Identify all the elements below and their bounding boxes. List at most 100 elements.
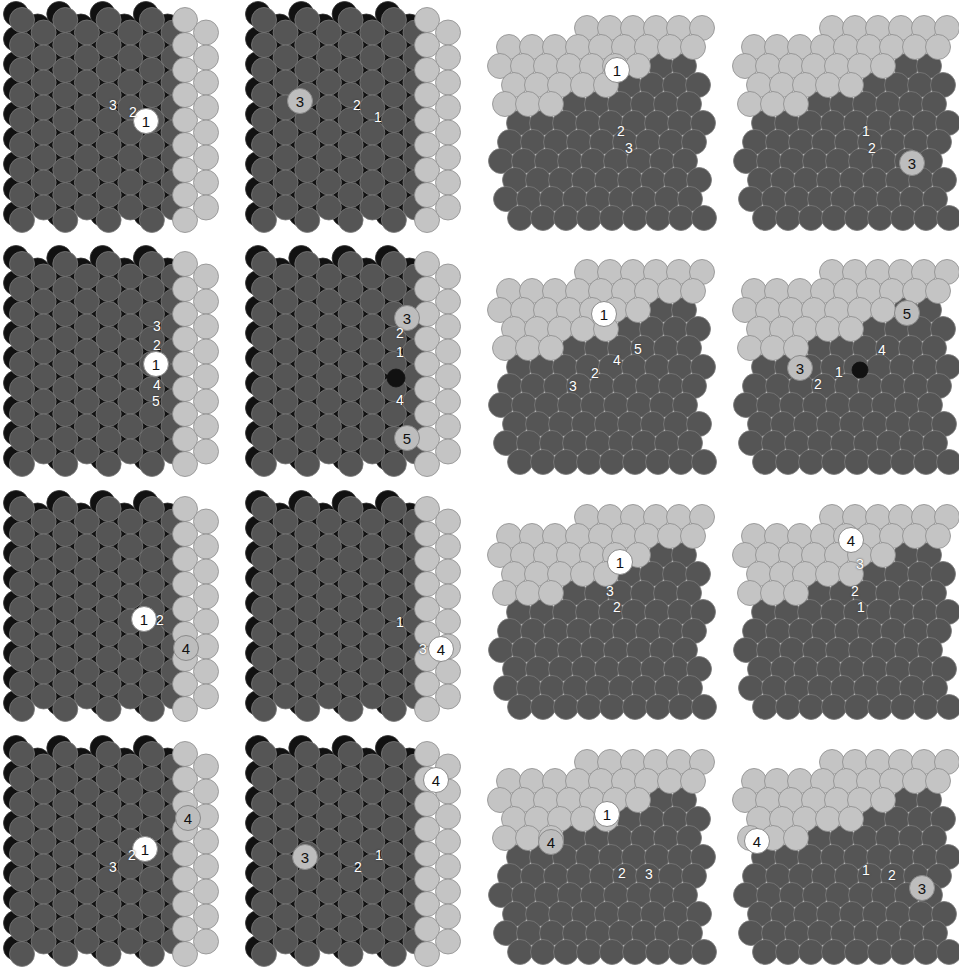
dark-atom [338,277,363,302]
dark-atom [53,622,78,647]
dark-atom [360,314,385,339]
light-atom [658,524,683,549]
dark-atom [360,904,385,929]
dark-atom [937,450,959,475]
dark-atom [10,942,35,967]
dark-atom [316,779,341,804]
light-atom [436,145,461,170]
light-atom [626,298,651,323]
dark-atom [600,450,625,475]
dark-atom [316,534,341,559]
dark-atom [31,904,56,929]
dark-atom [74,264,99,289]
dark-atom [338,302,363,327]
dark-atom [273,754,298,779]
light-atom [194,414,219,439]
dark-atom [338,377,363,402]
dark-atom [338,497,363,522]
vacancy [852,362,868,378]
dark-atom [252,767,277,792]
light-atom [658,769,683,794]
dark-atom [252,497,277,522]
light-atom [436,534,461,559]
dark-atom [74,754,99,779]
dark-atom [139,522,164,547]
dark-atom [531,450,556,475]
dark-atom [316,339,341,364]
dark-atom [316,170,341,195]
light-atom [194,45,219,70]
dark-atom [53,183,78,208]
dark-atom [316,829,341,854]
dark-atom [139,547,164,572]
dark-atom [96,183,121,208]
dark-atom [360,634,385,659]
dark-atom [96,892,121,917]
dark-atom [10,183,35,208]
dark-atom [360,170,385,195]
dark-atom [31,804,56,829]
dark-atom [273,634,298,659]
dark-atom [53,522,78,547]
dark-atom [360,414,385,439]
dark-atom [96,277,121,302]
dark-atom [252,917,277,942]
dark-atom [273,20,298,45]
dark-atom [508,940,533,965]
dark-atom [96,352,121,377]
light-atom [516,336,541,361]
dark-atom [316,95,341,120]
dark-atom [53,427,78,452]
dark-atom [914,940,939,965]
dark-atom [252,327,277,352]
dark-atom [10,208,35,233]
dark-atom [360,879,385,904]
light-atom [816,73,841,98]
dark-atom [139,647,164,672]
dark-atom [295,792,320,817]
light-atom [738,581,763,606]
dark-atom [360,509,385,534]
dark-atom [316,314,341,339]
light-atom [194,534,219,559]
dark-atom [360,584,385,609]
dark-atom [799,206,824,231]
dark-atom [295,742,320,767]
light-atom [493,826,518,851]
dark-atom [669,695,694,720]
dark-atom [360,659,385,684]
dark-atom [381,497,406,522]
dark-atom [31,609,56,634]
dark-atom [623,695,648,720]
light-atom [436,95,461,120]
dark-atom [31,634,56,659]
dark-atom [295,402,320,427]
dark-atom [316,609,341,634]
dark-atom [868,940,893,965]
dark-atom [252,302,277,327]
light-atom [539,336,564,361]
dark-atom [96,452,121,477]
dark-atom [776,940,801,965]
dark-atom [273,559,298,584]
dark-atom [360,264,385,289]
dark-atom [118,684,143,709]
dark-atom [118,929,143,954]
dark-atom [360,20,385,45]
dark-atom [31,439,56,464]
dark-atom [53,497,78,522]
dark-atom [360,439,385,464]
dark-atom [53,33,78,58]
light-atom [516,581,541,606]
dark-atom [10,427,35,452]
dark-atom [646,450,671,475]
dark-atom [31,339,56,364]
light-atom [516,92,541,117]
light-atom [436,45,461,70]
dark-atom [295,672,320,697]
light-atom [436,879,461,904]
dark-atom [118,509,143,534]
dark-atom [295,497,320,522]
light-atom [436,170,461,195]
dark-atom [381,83,406,108]
